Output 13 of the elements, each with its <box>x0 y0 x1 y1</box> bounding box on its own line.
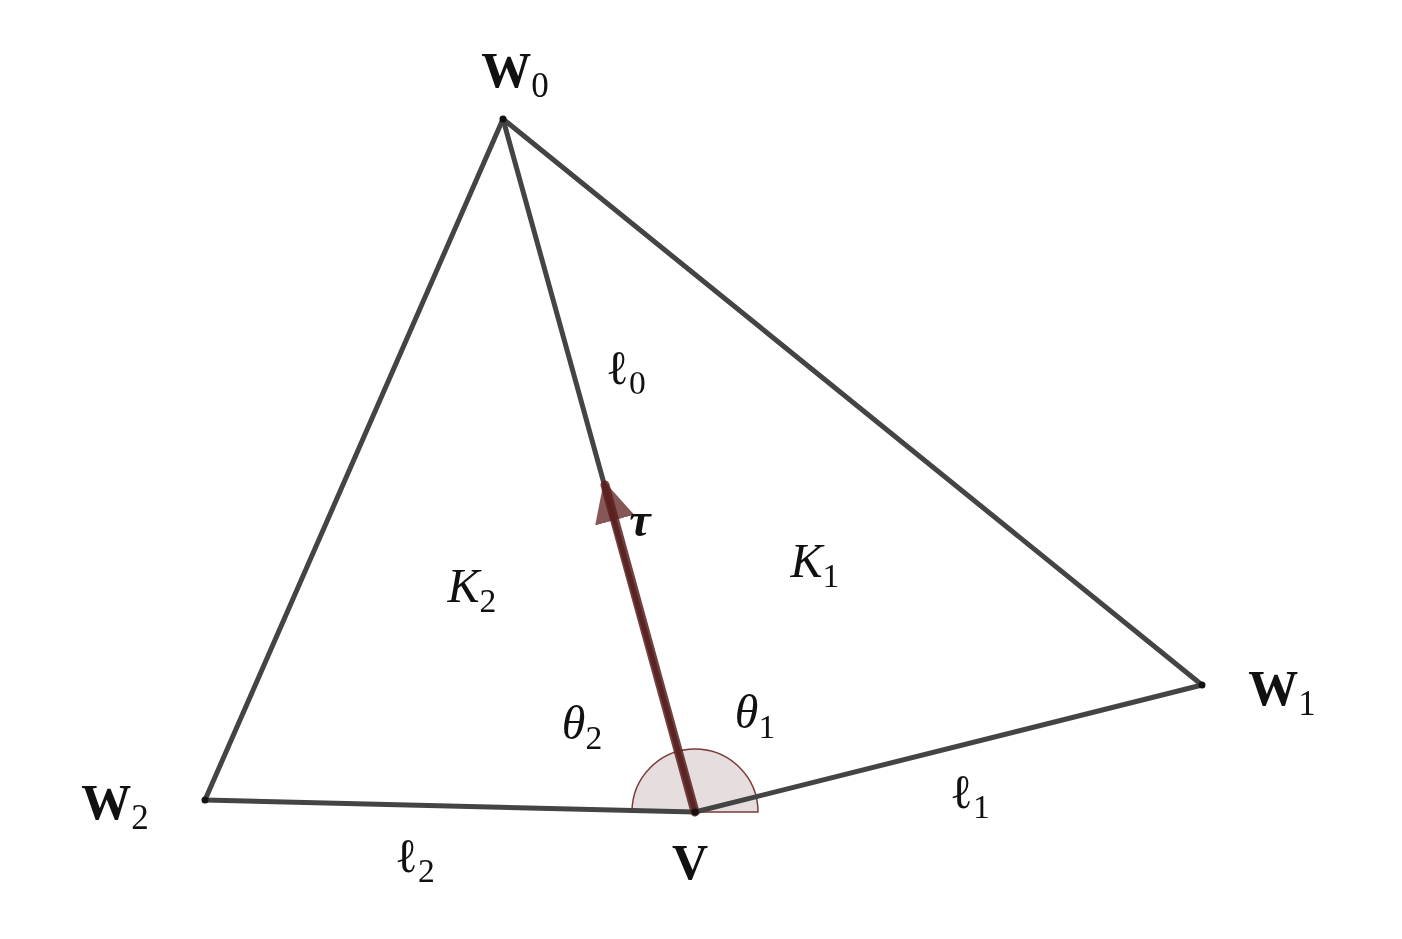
edge-label: ℓ$_{0}$ <box>606 344 646 400</box>
edge-label: ℓ$_{1}$ <box>950 768 990 824</box>
vertex-label: V <box>671 837 709 887</box>
math-label: θ$_{1}$ <box>734 688 776 744</box>
edge-label: ℓ$_{2}$ <box>395 832 435 888</box>
math-label: K$_{2}$ <box>447 562 497 618</box>
vector-label: τ <box>629 496 651 544</box>
math-label: K$_{1}$ <box>790 537 840 593</box>
vertex-label: W$_{0}$ <box>481 44 549 104</box>
vector-arrow <box>595 480 700 817</box>
vertex-label: W$_{2}$ <box>81 776 149 836</box>
vertex-label: W$_{1}$ <box>1248 662 1316 722</box>
math-label: θ$_{2}$ <box>561 699 603 755</box>
